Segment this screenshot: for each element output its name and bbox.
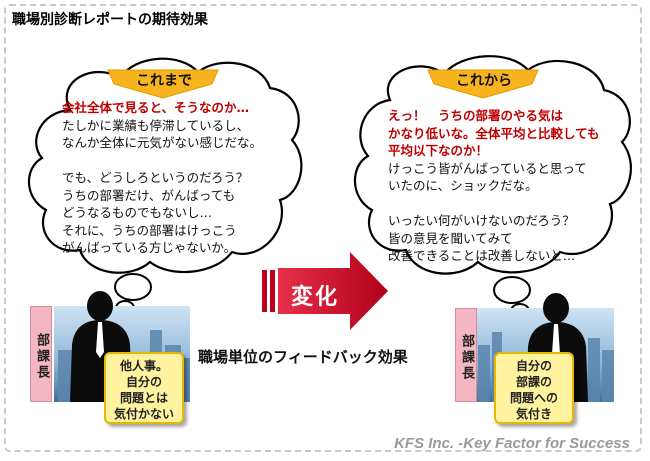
thought-line: 平均以下なのか！: [388, 143, 489, 158]
thought-line: [62, 152, 262, 170]
note-after: 自分の部課の問題への気付き: [494, 352, 574, 424]
thought-line: いったい何がいけないのだろう？: [388, 213, 575, 228]
shirt-before: [96, 322, 104, 358]
change-label: 変化: [290, 285, 339, 310]
thought-cloud-before: [27, 57, 303, 274]
thought-dot-large-after: [493, 276, 531, 304]
role-badge-after: 部課長: [455, 308, 477, 402]
thought-line: かなり低いな。全体平均と比較しても: [388, 125, 600, 141]
thought-line: どうなるものでもないし…: [62, 205, 213, 220]
thought-line: うちの部署だけ、がんばっても: [62, 187, 236, 203]
note-line: 自分の: [515, 359, 552, 373]
tab-label-after: これから: [456, 73, 512, 89]
thought-text-before: 会社全体で見ると、そうなのか… たしかに業績も停滞しているし、なんか全体に元気がな…: [62, 99, 262, 257]
note-line: 自分の: [125, 375, 162, 389]
company-footer: KFS Inc. -Key Factor for Success: [394, 435, 630, 452]
thought-line: たしかに業績も停滞しているし、: [62, 117, 250, 133]
thought-text-after: えっ！ うちの部署のやる気はかなり低いな。全体平均と比較しても平均以下なのか！ け…: [388, 107, 600, 265]
thought-line: けっこう皆がんばっていると思って: [388, 160, 587, 176]
note-line: 問題への: [509, 391, 558, 405]
thought-line: でも、どうしろというのだろう？: [62, 170, 249, 185]
thought-line: 改善できることは改善しないと…: [388, 248, 576, 263]
change-arrow: [262, 252, 388, 330]
thought-dot-large-before: [114, 273, 152, 301]
note-line: 問題とは: [119, 391, 168, 405]
thought-line: 会社全体で見ると、そうなのか…: [62, 100, 250, 115]
note-before: 他人事。自分の問題とは気付かない: [104, 352, 184, 424]
thought-cloud-after: [353, 55, 632, 275]
effect-caption: 職場単位のフィードバック効果: [198, 348, 408, 366]
thought-line: それに、うちの部署はけっこう: [62, 222, 237, 238]
tab-shape-after: [427, 69, 539, 99]
role-badge-before: 部課長: [30, 306, 52, 402]
tab-label-before: これまで: [136, 73, 192, 89]
note-line: 気付かない: [113, 407, 174, 421]
thought-line: [388, 195, 600, 213]
thought-line: なんか全体に元気がない感じだな。: [62, 135, 263, 150]
note-line: 気付き: [515, 407, 552, 421]
thought-line: がんばっている方じゃないか。: [62, 240, 237, 255]
thought-line: 皆の意見を聞いてみて: [388, 230, 513, 246]
thought-line: えっ！ うちの部署のやる気は: [388, 108, 564, 123]
slide-title: 職場別診断レポートの期待効果: [12, 12, 208, 28]
slide-frame: [4, 4, 642, 452]
shirt-after: [552, 324, 560, 360]
note-line: 部課の: [515, 375, 552, 389]
note-line: 他人事。: [119, 359, 168, 373]
tab-shape-before: [107, 69, 219, 99]
thought-line: いたのに、ショックだな。: [388, 178, 538, 193]
